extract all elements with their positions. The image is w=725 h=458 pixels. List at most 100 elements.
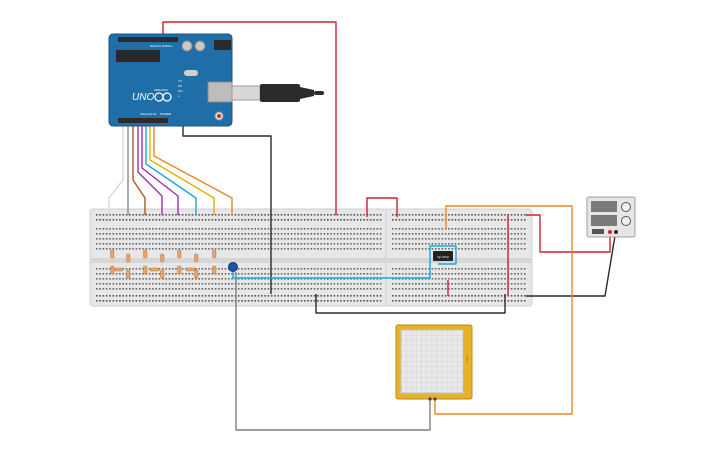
breadboard-hole bbox=[228, 300, 230, 302]
breadboard-hole bbox=[99, 300, 101, 302]
psu-switch[interactable] bbox=[592, 229, 604, 234]
breadboard-hole bbox=[353, 243, 355, 245]
breadboard-large[interactable] bbox=[89, 208, 389, 307]
resistor[interactable] bbox=[160, 269, 165, 279]
usb-cable[interactable] bbox=[231, 84, 324, 102]
breadboard-hole bbox=[510, 273, 513, 275]
resistor[interactable] bbox=[126, 253, 131, 263]
breadboard-hole bbox=[125, 233, 128, 235]
breadboard-hole bbox=[421, 238, 424, 240]
wire-white-signal[interactable] bbox=[108, 125, 124, 215]
breadboard-hole bbox=[155, 228, 157, 230]
psu-terminal-negative[interactable] bbox=[614, 230, 618, 234]
breadboard-hole bbox=[158, 228, 161, 230]
breadboard-hole bbox=[514, 283, 516, 285]
resistor[interactable] bbox=[126, 269, 131, 279]
wire-red-psu[interactable] bbox=[526, 214, 611, 253]
breadboard-hole bbox=[454, 238, 457, 240]
wire-black-ground[interactable] bbox=[182, 125, 272, 294]
resistor[interactable] bbox=[160, 253, 165, 263]
breadboard-hole bbox=[458, 268, 460, 270]
breadboard-hole bbox=[129, 283, 131, 285]
breadboard-hole bbox=[444, 288, 447, 290]
resistor[interactable] bbox=[110, 265, 115, 275]
wire-orange-signal[interactable] bbox=[153, 125, 233, 215]
breadboard-hole bbox=[234, 243, 237, 245]
force-sensor-panel[interactable]: Force bbox=[395, 324, 473, 401]
breadboard-hole bbox=[195, 228, 197, 230]
resistor[interactable] bbox=[177, 249, 182, 259]
breadboard-hole bbox=[464, 233, 467, 235]
breadboard-hole bbox=[284, 228, 286, 230]
breadboard-hole bbox=[376, 283, 379, 285]
resistor[interactable] bbox=[212, 265, 217, 275]
breadboard-hole bbox=[438, 228, 440, 230]
wire-red-power[interactable] bbox=[162, 21, 337, 215]
wire-cyan-loop[interactable] bbox=[429, 245, 457, 265]
breadboard-hole bbox=[320, 214, 322, 216]
wire-brown-signal[interactable] bbox=[132, 125, 146, 215]
breadboard-hole bbox=[241, 288, 243, 290]
breadboard-hole bbox=[421, 295, 424, 297]
wire-cyan-bus[interactable] bbox=[232, 263, 431, 279]
resistor[interactable] bbox=[212, 249, 217, 259]
breadboard-hole bbox=[138, 238, 141, 240]
breadboard-hole bbox=[524, 283, 526, 285]
breadboard-hole bbox=[244, 295, 247, 297]
resistor[interactable] bbox=[177, 265, 182, 275]
breadboard-hole bbox=[350, 243, 352, 245]
breadboard-hole bbox=[415, 214, 417, 216]
breadboard-hole bbox=[517, 219, 519, 221]
psu-knob-current[interactable] bbox=[621, 216, 631, 226]
breadboard-hole bbox=[343, 243, 346, 245]
resistor[interactable] bbox=[110, 249, 115, 259]
arduino-uno[interactable]: DIGITAL (PWM~) ANALOG IN POWER UNO ARDUI… bbox=[108, 33, 233, 127]
breadboard-hole bbox=[510, 300, 513, 302]
breadboard-hole bbox=[441, 243, 444, 245]
wire-purple-signal-1[interactable] bbox=[137, 125, 163, 215]
resistor[interactable] bbox=[149, 267, 160, 272]
wire-gray-panel[interactable] bbox=[235, 272, 431, 431]
resistor[interactable] bbox=[194, 253, 199, 263]
breadboard-hole bbox=[211, 233, 214, 235]
breadboard-hole bbox=[211, 300, 214, 302]
resistor[interactable] bbox=[194, 269, 199, 279]
breadboard-hole bbox=[112, 248, 115, 250]
potentiometer-knob[interactable] bbox=[228, 262, 238, 272]
breadboard-hole bbox=[425, 268, 427, 270]
power-supply[interactable] bbox=[586, 196, 636, 238]
breadboard-hole bbox=[411, 248, 414, 250]
breadboard-small[interactable]: op-amp bbox=[385, 208, 533, 307]
wire-orange-panel[interactable] bbox=[434, 205, 573, 415]
wire-cyan-signal[interactable] bbox=[145, 125, 197, 215]
breadboard-hole bbox=[254, 288, 256, 290]
breadboard-hole bbox=[340, 219, 342, 221]
wire-black-bottom[interactable] bbox=[315, 294, 506, 314]
wire-purple-signal-2[interactable] bbox=[141, 125, 179, 215]
resistor[interactable] bbox=[143, 249, 148, 259]
wire-black-psu[interactable] bbox=[526, 235, 616, 297]
psu-terminal-positive[interactable] bbox=[608, 230, 612, 234]
breadboard-hole bbox=[363, 283, 365, 285]
breadboard-hole bbox=[467, 295, 470, 297]
breadboard-hole bbox=[152, 233, 154, 235]
breadboard-hole bbox=[96, 233, 98, 235]
resistor[interactable] bbox=[143, 265, 148, 275]
breadboard-hole bbox=[428, 288, 430, 290]
breadboard-hole bbox=[228, 243, 230, 245]
psu-knob-voltage[interactable] bbox=[621, 202, 631, 212]
breadboard-hole bbox=[373, 248, 375, 250]
breadboard-hole bbox=[428, 214, 430, 216]
breadboard-hole bbox=[145, 243, 148, 245]
resistor[interactable] bbox=[113, 267, 124, 272]
breadboard-hole bbox=[376, 273, 379, 275]
breadboard-hole bbox=[148, 268, 151, 270]
breadboard-hole bbox=[280, 288, 283, 290]
breadboard-hole bbox=[294, 248, 296, 250]
breadboard-hole bbox=[96, 283, 98, 285]
resistor[interactable] bbox=[185, 267, 196, 272]
breadboard-hole bbox=[221, 233, 223, 235]
opamp-chip[interactable]: op-amp bbox=[433, 251, 453, 261]
wire-yellow-signal[interactable] bbox=[149, 125, 215, 215]
wire-red-jumper[interactable] bbox=[366, 197, 398, 217]
